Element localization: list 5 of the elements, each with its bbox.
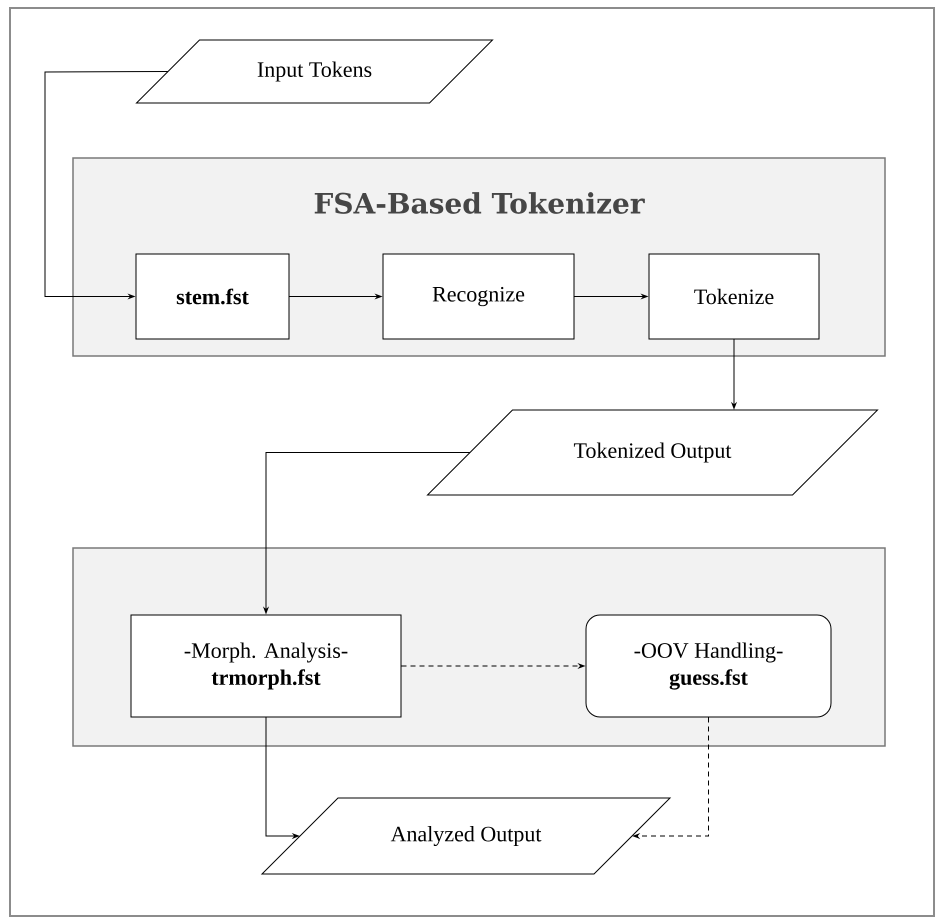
process-box: Recognize (382, 254, 574, 340)
process-box: Tokenize (648, 254, 820, 340)
rounded-box: -OOV Handling- guess.fst (586, 614, 832, 718)
process-box: stem.fst (136, 254, 290, 340)
process-box: -Morph. Analysis- trmorph.fst (130, 614, 402, 718)
